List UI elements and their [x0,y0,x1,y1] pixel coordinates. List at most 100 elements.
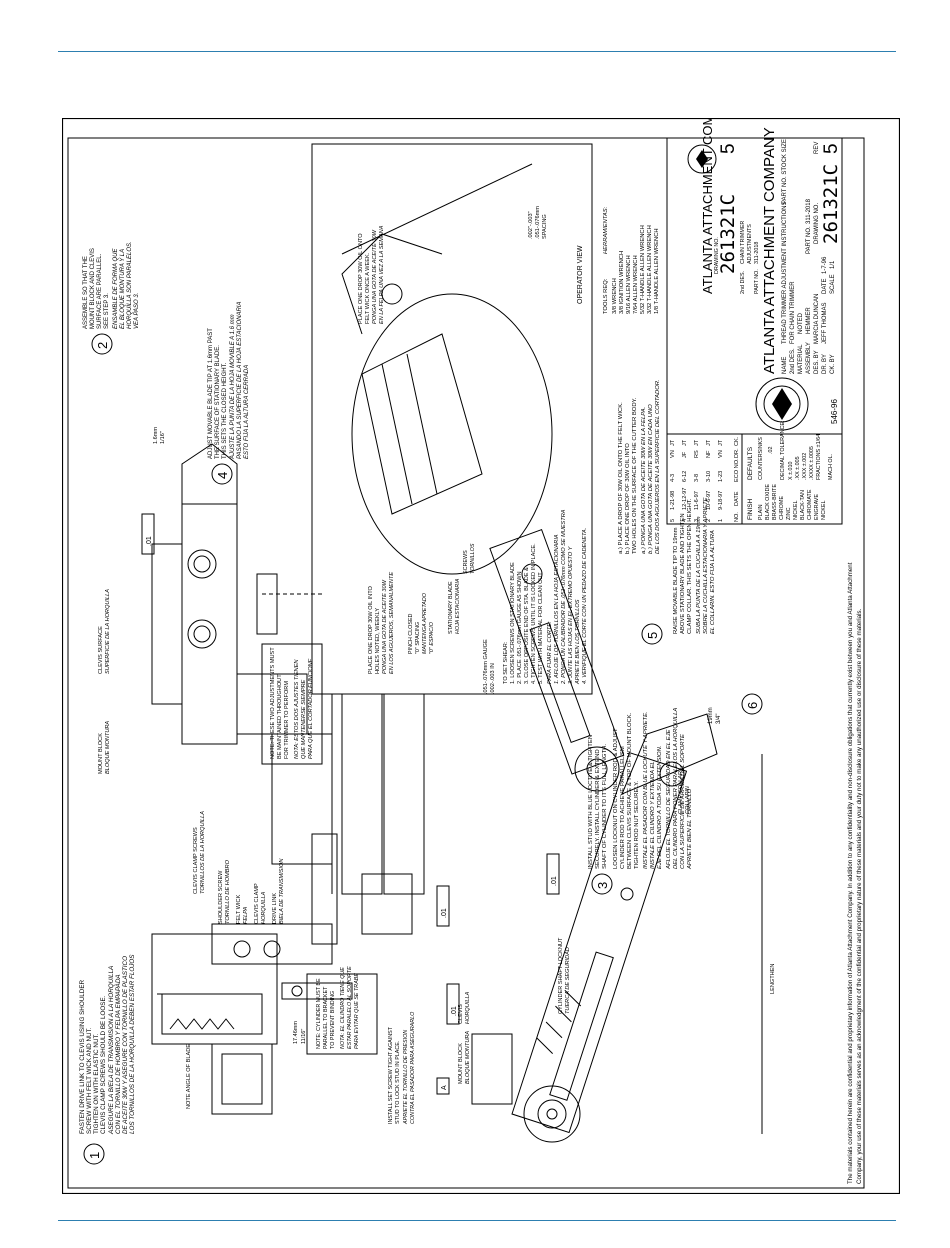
svg-text:PLACE ONE DROP 30W OIL INTO: PLACE ONE DROP 30W OIL INTO [368,585,374,674]
step-6-number: 6 [745,702,760,709]
svg-text:TO SET SHEAR:: TO SET SHEAR: [503,641,509,684]
svg-text:3-8: 3-8 [694,474,700,482]
svg-text:ADJUST MOVABLE BLADE TIP AT 1.: ADJUST MOVABLE BLADE TIP AT 1.6mm PAST [208,328,214,459]
svg-text:PLACE ONE DROP 30W OIL ONTO: PLACE ONE DROP 30W OIL ONTO [358,233,364,324]
svg-text:FELT WICK: FELT WICK [236,894,242,924]
svg-text:Company, your use of these mat: Company, your use of these materials ser… [856,608,863,1184]
svg-text:ASEGURE LA BIELA DE TRANSMISIO: ASEGURE LA BIELA DE TRANSMISION A LA HOR… [108,966,115,1135]
note-oil: PLACE ONE DROP 30W OIL INTO HOLES NOTED,… [368,572,395,674]
svg-text:FINISH: FINISH [747,498,754,520]
svg-text:CLEVIS: CLEVIS [458,1004,464,1024]
svg-text:1.6mm: 1.6mm [153,427,159,444]
step-2-circle [91,333,113,355]
svg-text:2nd DES.: 2nd DES. [740,271,746,294]
svg-text:.XXXX ±.0005: .XXXX ±.0005 [809,446,815,480]
svg-text:MATERIAL: MATERIAL [798,344,804,374]
mount-block-label-3: MOUNT BLOCK BLOQUE MONTURA [458,1031,471,1084]
svg-text:.01: .01 [451,1006,458,1016]
note-step-6: a.) PLACE A DROP OF 30W OIL ONTO THE FEL… [618,379,661,554]
svg-text:MACH OL.: MACH OL. [828,454,834,480]
svg-text:JT: JT [706,439,712,446]
svg-text:.002"-.003": .002"-.003" [528,211,534,239]
stationary-blade-label: STATIONARY BLADE HOJA ESTACIONARIA [448,578,461,634]
svg-text:CLEVIS SURFACE: CLEVIS SURFACE [98,626,104,674]
svg-text:1-7-96: 1-7-96 [822,256,828,274]
svg-text:NICKEL: NICKEL [821,501,827,520]
svg-text:9/16 ALLEN WRENCH: 9/16 ALLEN WRENCH [626,255,632,314]
svg-text:BE MAINTAINED THROUGHOUT: BE MAINTAINED THROUGHOUT [277,674,283,759]
svg-text:BLACK-TAN: BLACK-TAN [800,490,806,520]
svg-text:"0" SPACING: "0" SPACING [415,622,421,654]
screws-label: SCREWS TORNILLOS [463,543,476,574]
svg-text:PART NO.: PART NO. [806,226,812,254]
note-step-4: ADJUST MOVABLE BLADE TIP AT 1.6mm PAST T… [208,302,250,460]
svg-text:.02: .02 [768,447,774,455]
svg-text:THREAD TRIMMER ADJUSTMENT INST: THREAD TRIMMER ADJUSTMENT INSTRUCTIONS [782,202,788,344]
rev-large: 5 [821,143,842,154]
svg-text:SOBRE LA CUCHILLA ESTACIONARIA: SOBRE LA CUCHILLA ESTACIONARIA Y APRIETE [703,497,709,634]
svg-text:MARCIA DUNCAN: MARCIA DUNCAN [814,294,820,344]
svg-text:2. PONGA UN CALIBRADOR DE .051: 2. PONGA UN CALIBRADOR DE .051-.076mm CO… [561,509,567,685]
company-name-small: ATLANTA ATTACHMENT COMPANY [700,118,715,294]
svg-text:SUBA LA PUNTA DE LA CUCHILLA A: SUBA LA PUNTA DE LA CUCHILLA A 19mm [696,516,702,634]
svg-text:CHROME: CHROME [779,496,785,520]
svg-text:ESTO FIJA LA ALTURA CERRADA: ESTO FIJA LA ALTURA CERRADA [244,365,250,459]
svg-text:NOTE: THESE TWO ADJUSTMENTS MU: NOTE: THESE TWO ADJUSTMENTS MUST [270,647,276,759]
note-set-screw: INSTALL SET SCREW TIGHT AGAINST STUD TO … [388,1011,416,1125]
svg-text:FRACTIONS ±1/64: FRACTIONS ±1/64 [816,434,822,480]
svg-text:PARA EVITAR QUE SE TRABE: PARA EVITAR QUE SE TRABE [354,973,360,1049]
svg-text:SHOULDER SCREW: SHOULDER SCREW [218,870,224,924]
svg-text:FELT WICK ONCE A WEEK.: FELT WICK ONCE A WEEK. [365,252,371,324]
svg-text:TIGHTEN ROD NUT SECURELY.: TIGHTEN ROD NUT SECURELY. [634,781,640,869]
svg-text:NOTA: EL CILINDRO TIENE QUE: NOTA: EL CILINDRO TIENE QUE [340,967,346,1049]
svg-text:3-10: 3-10 [706,471,712,482]
svg-text:BIELA DE TRANSMISION: BIELA DE TRANSMISION [279,858,285,924]
step-5-view [489,529,718,795]
note-angle-label: NOTE ANGLE OF BLADE [186,1044,192,1109]
svg-text:DEL CILINDRO PARA PONER PARALE: DEL CILINDRO PARA PONER PARALELOS LA HOR… [673,708,679,869]
svg-text:ADJUSTMENTS: ADJUSTMENTS [747,224,753,264]
spacing-label: .002"-.003" .051-.076mm SPACING [528,206,548,239]
svg-text:FELPA: FELPA [243,906,249,924]
svg-text:A: A [441,1085,448,1090]
svg-text:3. JUNTE LAS HOJAS EN EL EXTRE: 3. JUNTE LAS HOJAS EN EL EXTREMO OPUESTO… [568,545,574,684]
svg-text:LOOSEN LOCKNUT ON CYLINDER ROD: LOOSEN LOCKNUT ON CYLINDER ROD & ADJUST [613,728,619,869]
note-cylinder: NOTE: CYLINDER MUST BE PARALLEL TO BRACK… [306,966,378,1055]
svg-text:STUD TO LOCK STUD IN PLACE.: STUD TO LOCK STUD IN PLACE. [395,1041,401,1124]
svg-text:3/32 T-HANDLE ALLEN WRENCH: 3/32 T-HANDLE ALLEN WRENCH [647,225,653,314]
rotated-drawing: 1 FASTEN DRIVE LINK TO CLEVIS USING SHOU… [67,118,865,1189]
svg-text:VN: VN [718,450,724,458]
gauge-label: .051-.076mm GAUGE .002-.003 IN [483,639,496,694]
svg-text:DATE: DATE [822,278,828,294]
svg-text:"0" ESPACIO: "0" ESPACIO [429,621,435,654]
svg-text:DES. BY: DES. BY [814,350,820,374]
svg-text:NF: NF [706,450,712,458]
svg-text:JF: JF [682,451,688,458]
svg-text:HOLES NOTED, WEEKLY: HOLES NOTED, WEEKLY [375,608,381,674]
svg-text:2: 2 [706,519,712,522]
svg-text:BRASS-BRITE: BRASS-BRITE [772,484,778,520]
note-adjustments: NOTE: THESE TWO ADJUSTMENTS MUST BE MAIN… [261,643,323,765]
step-2-view [151,443,322,745]
svg-text:RAISE MOVABLE BLADE TIP TO 19m: RAISE MOVABLE BLADE TIP TO 19mm [673,527,679,634]
svg-text:LOS TORNILLOS DE LA HORQUILLA: LOS TORNILLOS DE LA HORQUILLA DEBEN ESTA… [129,954,136,1134]
svg-text:b.) PLACE ONE DROP OF 30W OIL: b.) PLACE ONE DROP OF 30W OIL INTO [625,443,631,554]
step-1-circle [83,1143,105,1165]
svg-text:.051-.076mm GAUGE: .051-.076mm GAUGE [483,639,489,694]
note-step-3: INSTALL STUD WITH BLUE LOCTITE & TIGHTEN… [588,708,693,870]
title-block: 546-96 ATLANTA ATTACHMENT COMPANY 261321… [666,118,843,435]
svg-text:.002-.003 IN: .002-.003 IN [490,663,496,694]
step-6-circle [741,693,763,715]
dim-17-46: 17.46mm 11/16" [293,1021,307,1044]
clevis-label-3: CLEVIS HORQUILLA [458,991,471,1024]
drawing-code: 546-96 [830,399,839,424]
company-name-large: ATLANTA ATTACHMENT COMPANY [761,127,778,374]
revision-table: NO. DATE ECO NO. DR. CK. 51-21-984-3VNJT… [666,433,743,525]
note-step-1: FASTEN DRIVE LINK TO CLEVIS USING SHOULD… [79,954,136,1135]
svg-text:FOR CHAIN TRIMMER: FOR CHAIN TRIMMER [790,281,796,344]
svg-text:CLEVIS CLAMP SCREWS: CLEVIS CLAMP SCREWS [193,827,199,894]
svg-text:CLEVIS CLAMP SCREWS SHOULD BE: CLEVIS CLAMP SCREWS SHOULD BE LOOSE. [100,995,107,1134]
svg-text:PONGA UNA GOTA DE ACEITE 30W: PONGA UNA GOTA DE ACEITE 30W [382,579,388,674]
step-3-view [471,751,763,1143]
svg-text:3: 3 [694,519,700,522]
